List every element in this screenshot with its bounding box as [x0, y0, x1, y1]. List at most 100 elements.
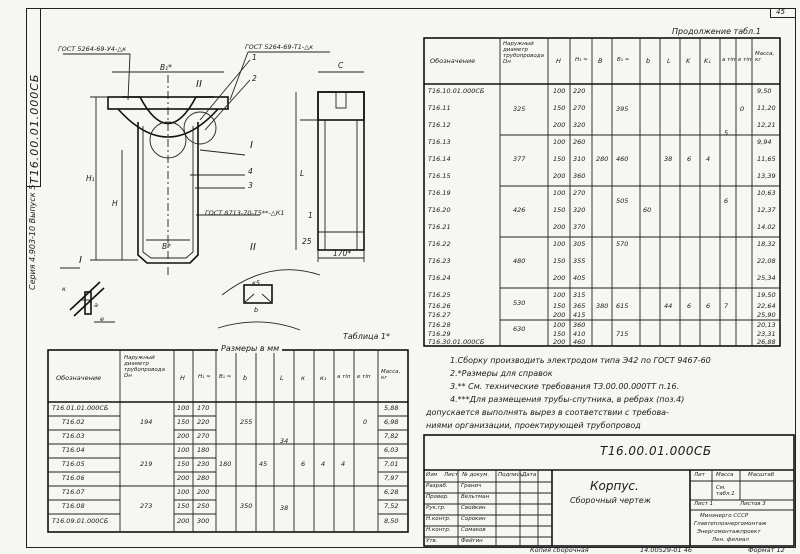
- title-org-line2: Главтеплоэнергомонтаж: [694, 521, 767, 527]
- tc-b-280: 280: [596, 155, 609, 163]
- table-cont-grid: [423, 37, 781, 347]
- table1-dims-caption: Размеры в мм: [218, 345, 283, 353]
- tc-row-code: Т16.11: [428, 104, 451, 112]
- tc-row-h1: 305: [573, 240, 586, 248]
- t1-row-h: 150: [177, 418, 190, 426]
- dim-l-label: L: [300, 169, 305, 178]
- roman-one-detail-label: I: [79, 255, 82, 266]
- title-block-grid: [423, 434, 795, 547]
- title-org-line3: Энергомонтажпроект: [697, 529, 761, 535]
- t1-header-e: e тіп: [357, 374, 371, 380]
- tc-b1-value: 460: [616, 155, 629, 163]
- tc-row-h: 200: [553, 311, 566, 319]
- t1-header-code: Обозначение: [56, 374, 102, 382]
- tc-row-h1: 415: [573, 311, 586, 319]
- tc-row-h: 200: [553, 274, 566, 282]
- t1-row-h: 100: [177, 404, 190, 412]
- title-person-role: Разраб.: [426, 483, 448, 489]
- tc-row-mass: 19,50: [757, 291, 776, 299]
- tc-row-code: Т16.26: [428, 302, 451, 310]
- tc-row-code: Т16.22: [428, 240, 451, 248]
- tc-row-h1: 355: [573, 257, 586, 265]
- tc-row-code: Т16.15: [428, 172, 451, 180]
- tc-row-h: 150: [553, 104, 566, 112]
- table-cont-caption: Продолжение табл.1: [672, 27, 761, 36]
- roman-two-label: II: [196, 79, 202, 90]
- t1-l-value: 45: [259, 460, 268, 468]
- title-person-name: Вельтман: [461, 494, 490, 500]
- t1-row-diameter: 194: [140, 418, 153, 426]
- detail-e-label: e: [100, 315, 104, 323]
- t1-row-h: 200: [177, 517, 190, 525]
- tc-k-6b: 6: [687, 302, 692, 310]
- title-person-role: Н.контр.: [426, 527, 451, 533]
- bottom-format: Формат 12: [748, 546, 785, 554]
- tc-header-l: L: [667, 57, 671, 65]
- t1-row-code: Т16.01.01.000СБ: [52, 404, 109, 412]
- tc-diameter: 530: [513, 299, 526, 307]
- t1-row-h: 200: [177, 474, 190, 482]
- title-person-name: Сомаков: [461, 527, 486, 533]
- t1-row-code: Т16.03: [62, 432, 85, 440]
- tc-row-h1: 310: [573, 155, 586, 163]
- tc-header-h1: H₁ ≈: [575, 57, 588, 63]
- tc-row-h: 100: [553, 138, 566, 146]
- t1-l34-value: 34: [280, 437, 289, 445]
- dim-b1-label: B₁*: [160, 63, 172, 72]
- tc-row-mass: 12,37: [757, 206, 776, 214]
- tc-row-mass: 22,64: [757, 302, 776, 310]
- tc-b1-value: 715: [616, 330, 629, 338]
- tc-l-38: 38: [664, 155, 673, 163]
- tc-row-h: 200: [553, 338, 566, 346]
- tc-header-k: K: [686, 57, 691, 65]
- tc-row-h1: 365: [573, 302, 586, 310]
- gost-left-label: ГОСТ 5264-69-У4-△к: [58, 45, 127, 53]
- tc-header-e: e тіп: [738, 57, 752, 63]
- title-org-line4: Лен. филиал: [712, 537, 749, 543]
- tc-row-code: Т16.12: [428, 121, 451, 129]
- side-view: [295, 71, 365, 262]
- tc-k1-4: 4: [706, 155, 711, 163]
- tc-row-h: 150: [553, 206, 566, 214]
- table1-grid: [47, 349, 409, 533]
- tc-row-mass: 26,88: [757, 338, 776, 346]
- t1-header-h: H: [180, 374, 185, 382]
- title-sheet: Лист 1: [694, 501, 714, 507]
- title-person-role: Утв.: [426, 538, 438, 544]
- callout-2: 2: [252, 74, 257, 83]
- stamp-box: [26, 8, 41, 187]
- t1-row-h1: 170: [197, 404, 210, 412]
- tc-b1-value: 505: [616, 197, 629, 205]
- tc-row-h1: 410: [573, 330, 586, 338]
- t1-row-code: Т16.08: [62, 502, 85, 510]
- t1-row-h1: 220: [197, 418, 210, 426]
- t1-row-code: Т16.05: [62, 460, 85, 468]
- dim-25-label: 25: [302, 237, 312, 246]
- title-person-role: Провер.: [426, 494, 449, 500]
- t1-row-diameter: 219: [140, 460, 153, 468]
- t1-row-h: 200: [177, 432, 190, 440]
- t1-row-h: 150: [177, 460, 190, 468]
- tc-l-44: 44: [664, 302, 673, 310]
- note-line: допускается выполнять вырез в соответств…: [426, 408, 669, 417]
- dim-b-label: B*: [162, 242, 171, 251]
- dim-h1-label: H₁: [86, 174, 95, 183]
- note-line: ниями организации, проектирующей трубопр…: [426, 421, 641, 430]
- note-line: 1.Сборку производить электродом типа Э42…: [450, 356, 711, 365]
- tc-b-60: 60: [643, 206, 652, 214]
- note-line: 4.***Для размещения трубы-спутника, в ре…: [450, 395, 685, 404]
- t1-header-k: к: [301, 374, 305, 382]
- t1-row-h1: 230: [197, 460, 210, 468]
- gost-right-label: ГОСТ 5264-69-Т1-△к: [245, 43, 314, 51]
- title-role-header: Дата: [522, 472, 537, 478]
- tc-row-h1: 315: [573, 291, 586, 299]
- tc-row-h1: 370: [573, 223, 586, 231]
- callout-3: 3: [248, 181, 253, 190]
- tc-row-h: 100: [553, 291, 566, 299]
- title-role-header: Подпись: [498, 472, 523, 478]
- t1-b-value: 180: [219, 460, 232, 468]
- t1-b1-value: 350: [240, 502, 253, 510]
- t1-row-h: 100: [177, 488, 190, 496]
- table1-caption: Таблица 1*: [343, 332, 391, 341]
